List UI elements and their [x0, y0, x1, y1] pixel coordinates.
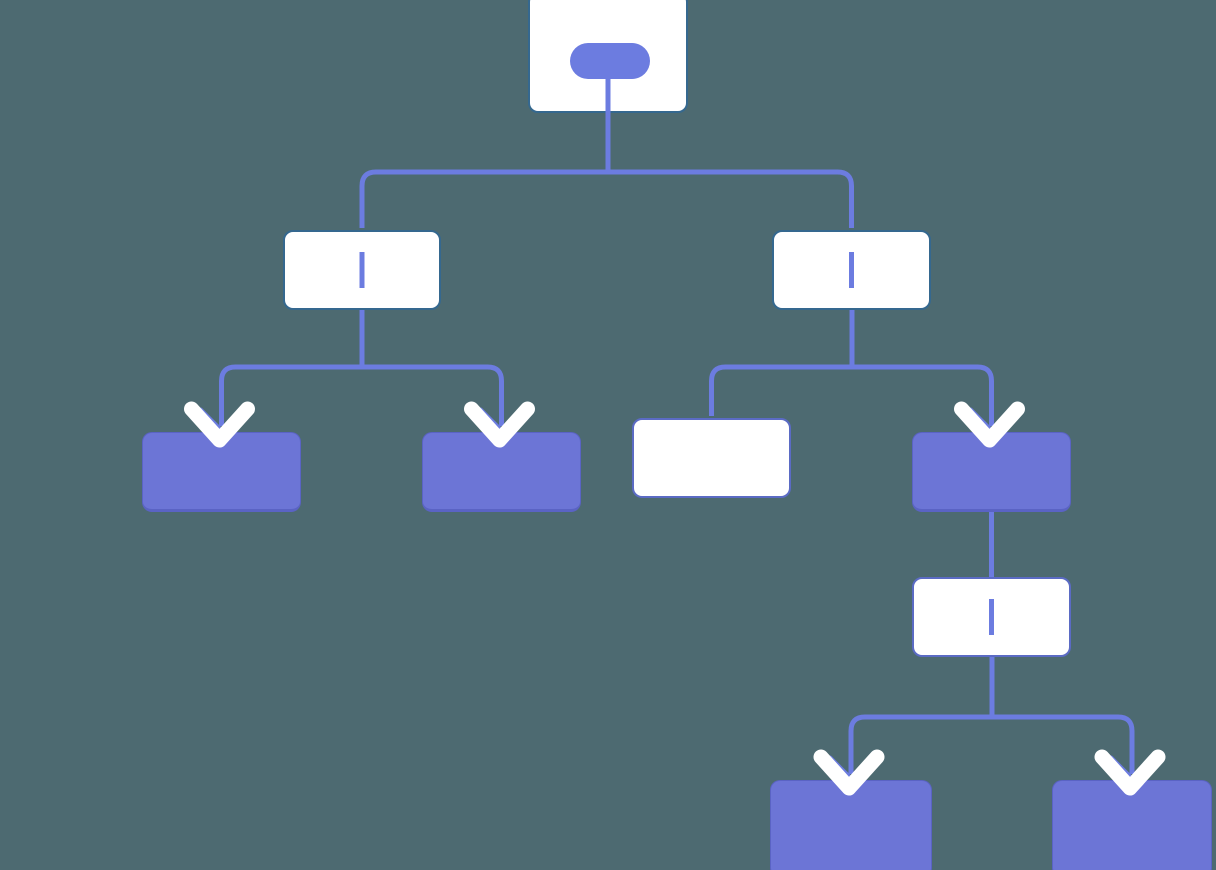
connector-edge — [852, 364, 994, 426]
arrow-chevron-white-icon — [184, 401, 255, 448]
connector-edge — [359, 169, 608, 228]
node-label-pill — [570, 43, 650, 79]
diagram-node-n6[interactable] — [632, 418, 791, 498]
connector-edge — [848, 714, 992, 774]
connector-edge — [608, 169, 854, 228]
arrow-chevron-white-icon — [954, 401, 1025, 448]
connector-edge — [219, 364, 362, 426]
arrow-chevron-white-icon — [813, 749, 885, 796]
arrow-chevron-white-icon — [1094, 749, 1166, 796]
connector-edge — [709, 364, 852, 416]
connector-edge — [992, 714, 1135, 774]
diagram-node-n1[interactable] — [528, 0, 688, 113]
connector-edge — [362, 364, 504, 426]
arrow-chevron-white-icon — [464, 401, 535, 448]
